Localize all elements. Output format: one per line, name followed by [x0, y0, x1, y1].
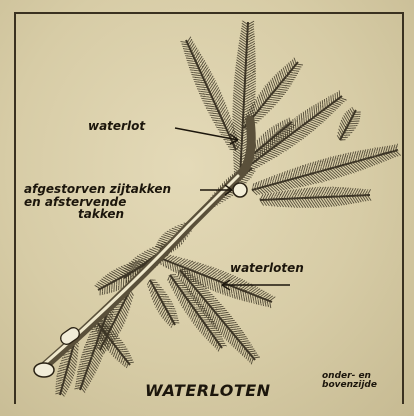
dead-branch-scar — [233, 183, 247, 197]
label-dead-line-1: afgestorven zijtakken — [24, 183, 171, 196]
label-dead-line-3: takken — [24, 208, 171, 221]
label-waterlot: waterlot — [88, 120, 145, 133]
label-dead-branches: afgestorven zijtakken en afstervende tak… — [24, 183, 171, 221]
label-side-line-2: bovenzijde — [322, 381, 377, 390]
figure-title: WATERLOTEN — [145, 383, 271, 400]
label-waterloten: waterloten — [230, 262, 304, 275]
label-sides: onder- en bovenzijde — [322, 372, 377, 391]
cut-stem-end — [34, 363, 54, 377]
